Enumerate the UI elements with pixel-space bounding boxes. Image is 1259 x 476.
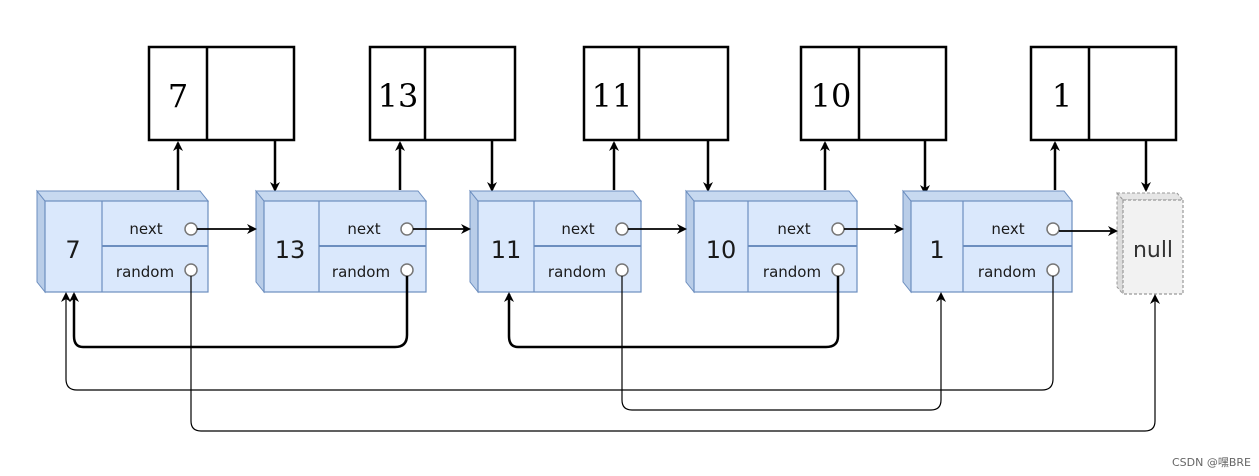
- random-label: random: [548, 263, 606, 281]
- next-port-icon: [1046, 222, 1060, 236]
- watermark: CSDN @嘿BRE: [1172, 456, 1251, 469]
- next-label: next: [561, 220, 594, 238]
- list-node-13: 13 next random: [254, 189, 428, 294]
- next-label: next: [129, 220, 162, 238]
- next-label: next: [777, 220, 810, 238]
- next-port-icon: [184, 222, 198, 236]
- next-port-icon: [400, 222, 414, 236]
- copy-box-7: 7: [147, 45, 296, 142]
- copy-box-13: 13: [368, 45, 517, 142]
- copy-value: 7: [168, 77, 188, 115]
- random-port-icon: [184, 263, 198, 277]
- random-port-icon: [615, 263, 629, 277]
- node-value: 7: [65, 236, 80, 264]
- copy-value: 10: [811, 77, 852, 115]
- random-port-icon: [1046, 263, 1060, 277]
- copy-box-11: 11: [582, 45, 730, 142]
- list-node-11: 11 next random: [468, 189, 643, 294]
- node-value: 10: [706, 236, 737, 264]
- list-node-1: 1 next random: [901, 189, 1074, 294]
- list-node-7: 7 next random: [35, 189, 210, 294]
- node-value: 13: [275, 236, 306, 264]
- next-label: next: [991, 220, 1024, 238]
- copy-value: 11: [592, 77, 633, 115]
- next-port-icon: [831, 222, 845, 236]
- next-label: next: [347, 220, 380, 238]
- null-label: null: [1133, 238, 1173, 263]
- random-label: random: [763, 263, 821, 281]
- next-pointers: [197, 224, 1118, 236]
- list-node-10: 10 next random: [684, 189, 859, 294]
- random-pointers: [61, 276, 1160, 432]
- random-label: random: [116, 263, 174, 281]
- copy-value: 13: [378, 77, 419, 115]
- random-label: random: [332, 263, 390, 281]
- random-port-icon: [831, 263, 845, 277]
- random-port-icon: [400, 263, 414, 277]
- copy-box-10: 10: [799, 45, 948, 142]
- next-port-icon: [615, 222, 629, 236]
- copy-value: 1: [1052, 77, 1072, 115]
- null-node: null: [1115, 191, 1185, 296]
- random-label: random: [978, 263, 1036, 281]
- node-value: 1: [929, 236, 944, 264]
- copy-links: [173, 140, 1151, 195]
- node-value: 11: [491, 236, 522, 264]
- copy-box-1: 1: [1029, 45, 1178, 142]
